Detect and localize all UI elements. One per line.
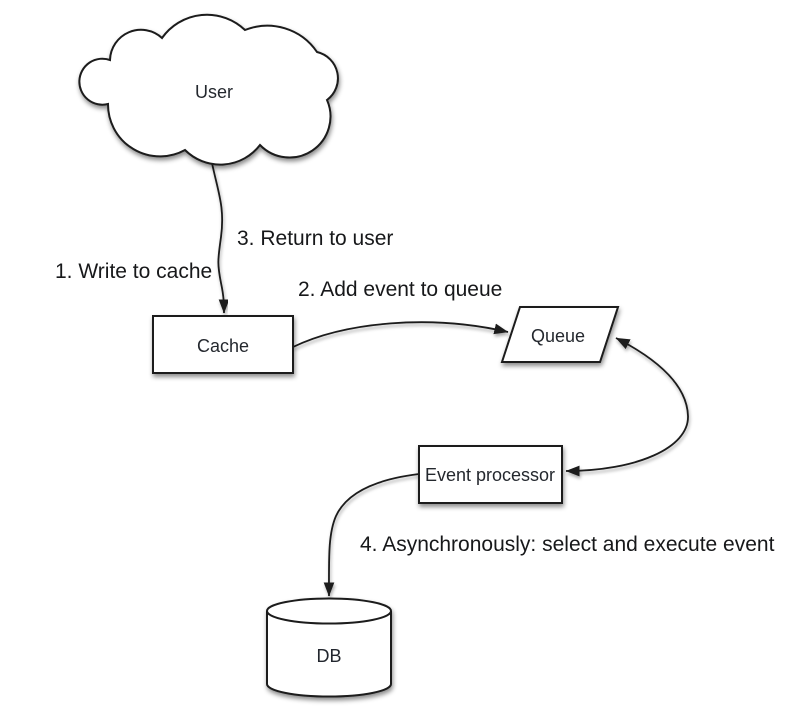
queue-parallelogram-shape	[500, 306, 620, 363]
edge-queue-event-processor	[565, 337, 689, 477]
node-event-processor-label: Event processor	[425, 465, 555, 485]
edge-label-return-to-user: 3. Return to user	[237, 227, 393, 250]
db-cylinder-body	[266, 611, 392, 698]
node-cache-label: Cache	[197, 336, 249, 356]
node-cache: Cache	[152, 315, 294, 374]
db-cylinder-top	[266, 597, 392, 625]
node-queue-label: Queue	[531, 326, 585, 346]
edge-cache-to-queue	[292, 321, 509, 348]
node-db: DB	[266, 597, 392, 698]
user-cloud-shape	[78, 13, 339, 166]
edge-event-processor-to-db	[323, 473, 420, 597]
node-queue: Queue	[500, 306, 620, 363]
node-user-label: User	[195, 82, 233, 102]
node-user: User	[78, 13, 339, 166]
nodes: User Cache Queue Event processor DB	[78, 13, 620, 698]
edge-label-asynchronously-execute: 4. Asynchronously: select and execute ev…	[360, 533, 775, 556]
node-event-processor: Event processor	[418, 445, 563, 504]
edges	[211, 162, 689, 597]
edge-label-add-event-to-queue: 2. Add event to queue	[298, 278, 502, 301]
edge-label-write-to-cache: 1. Write to cache	[55, 260, 212, 283]
event-processor-rect-shape	[418, 445, 563, 504]
cache-rect-shape	[152, 315, 294, 374]
edge-labels: 1. Write to cache 3. Return to user 2. A…	[55, 227, 775, 556]
edge-user-to-cache	[211, 162, 230, 314]
node-db-label: DB	[316, 646, 341, 666]
